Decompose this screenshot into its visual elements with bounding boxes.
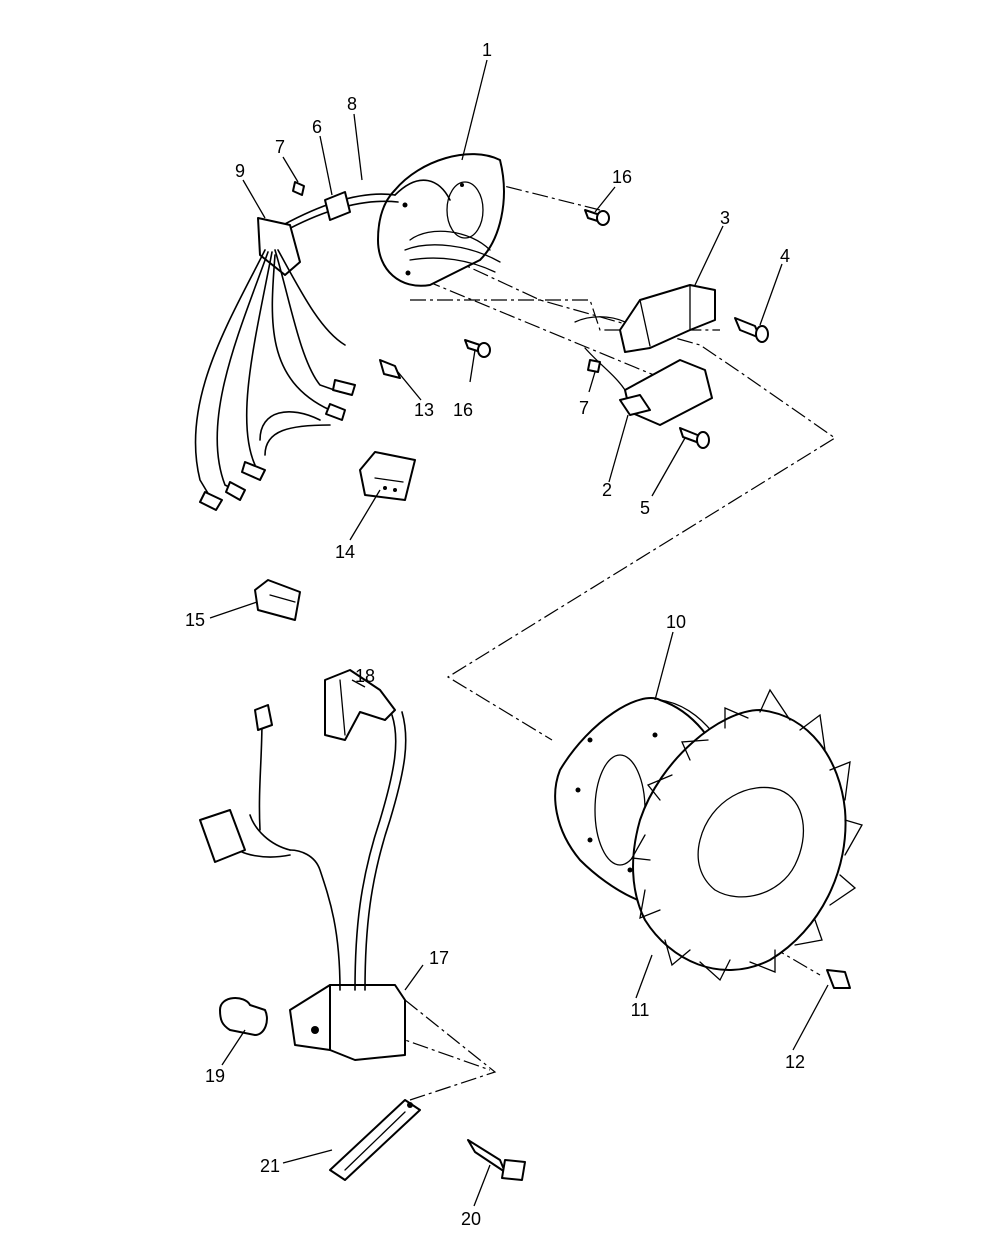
multi-pin-connector bbox=[359, 451, 416, 501]
ignition-coil bbox=[289, 711, 407, 1061]
callout-1: 1 bbox=[482, 40, 492, 60]
ignition-module bbox=[584, 347, 713, 426]
callout-4: 4 bbox=[780, 246, 790, 266]
screw-7-upper bbox=[292, 181, 305, 196]
callout-18: 18 bbox=[355, 666, 375, 686]
callout-20: 20 bbox=[461, 1209, 481, 1229]
callout-6: 6 bbox=[312, 117, 322, 137]
bolt bbox=[467, 1139, 526, 1181]
callout-16-upper: 16 bbox=[612, 167, 632, 187]
callout-15: 15 bbox=[185, 610, 205, 630]
grommet bbox=[257, 217, 301, 276]
callout-2: 2 bbox=[602, 480, 612, 500]
cooling-fan bbox=[630, 688, 863, 982]
leader-lines bbox=[209, 59, 829, 1207]
callout-7-lower: 7 bbox=[579, 398, 589, 418]
callout-7-upper: 7 bbox=[275, 137, 285, 157]
callout-16-lower: 16 bbox=[453, 400, 473, 420]
callout-11: 11 bbox=[631, 1000, 650, 1020]
lead-wires bbox=[194, 249, 356, 511]
coil-module bbox=[574, 284, 716, 353]
screw-16-upper bbox=[584, 209, 610, 226]
screw-16-lower bbox=[464, 339, 491, 358]
stator-plate bbox=[377, 153, 505, 287]
callout-17: 17 bbox=[429, 948, 449, 968]
two-pin-connector bbox=[254, 579, 301, 621]
screw-7-lower bbox=[587, 359, 601, 373]
callout-labels: 1 2 3 4 5 6 7 7 8 9 10 11 12 13 14 15 16… bbox=[185, 40, 805, 1229]
callout-9: 9 bbox=[235, 161, 245, 181]
spacer bbox=[219, 997, 268, 1036]
callout-13: 13 bbox=[414, 400, 434, 420]
harness-clamp bbox=[324, 191, 351, 221]
callout-10: 10 bbox=[666, 612, 686, 632]
callout-12: 12 bbox=[785, 1052, 805, 1072]
callout-3: 3 bbox=[720, 208, 730, 228]
callout-8: 8 bbox=[347, 94, 357, 114]
callout-5: 5 bbox=[640, 498, 650, 518]
bracket-strap bbox=[329, 1099, 421, 1181]
spark-plug-cap bbox=[324, 669, 396, 741]
callout-21: 21 bbox=[260, 1156, 280, 1176]
bullet-terminal bbox=[379, 359, 401, 379]
screw-5 bbox=[679, 427, 710, 449]
screw-4 bbox=[734, 317, 769, 343]
coil-leads bbox=[199, 704, 291, 863]
screw-12 bbox=[826, 969, 851, 989]
callout-14: 14 bbox=[335, 542, 355, 562]
callout-19: 19 bbox=[205, 1066, 225, 1086]
